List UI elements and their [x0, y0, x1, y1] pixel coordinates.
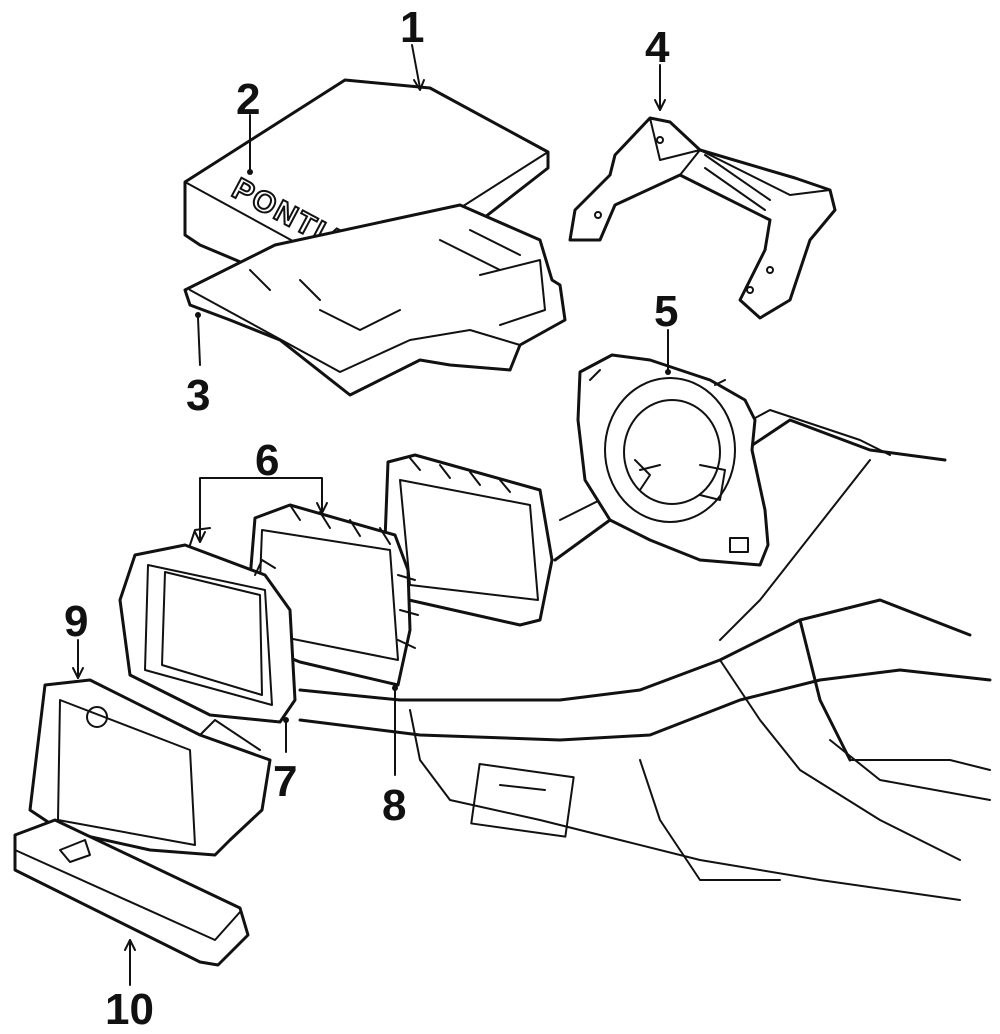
callout-2: 2: [236, 75, 260, 124]
callout-4: 4: [645, 23, 670, 72]
callout-5: 5: [654, 287, 678, 336]
vehicle-front-body: [298, 409, 992, 901]
part-10-filler-panel: [13, 818, 250, 967]
callout-10: 10: [105, 985, 154, 1034]
part-3-lower-housing: [183, 203, 567, 397]
part-5-mounting-ring: [576, 353, 770, 567]
callout-1: 1: [400, 3, 424, 52]
leader-lines: [72, 44, 671, 986]
part-7-retainer-ring: [118, 527, 297, 724]
callout-9: 9: [64, 597, 88, 646]
part-4-bracket: [568, 116, 837, 320]
callout-8: 8: [382, 781, 406, 830]
callout-3: 3: [186, 371, 210, 420]
callout-7: 7: [273, 757, 297, 806]
callout-6: 6: [255, 436, 279, 485]
